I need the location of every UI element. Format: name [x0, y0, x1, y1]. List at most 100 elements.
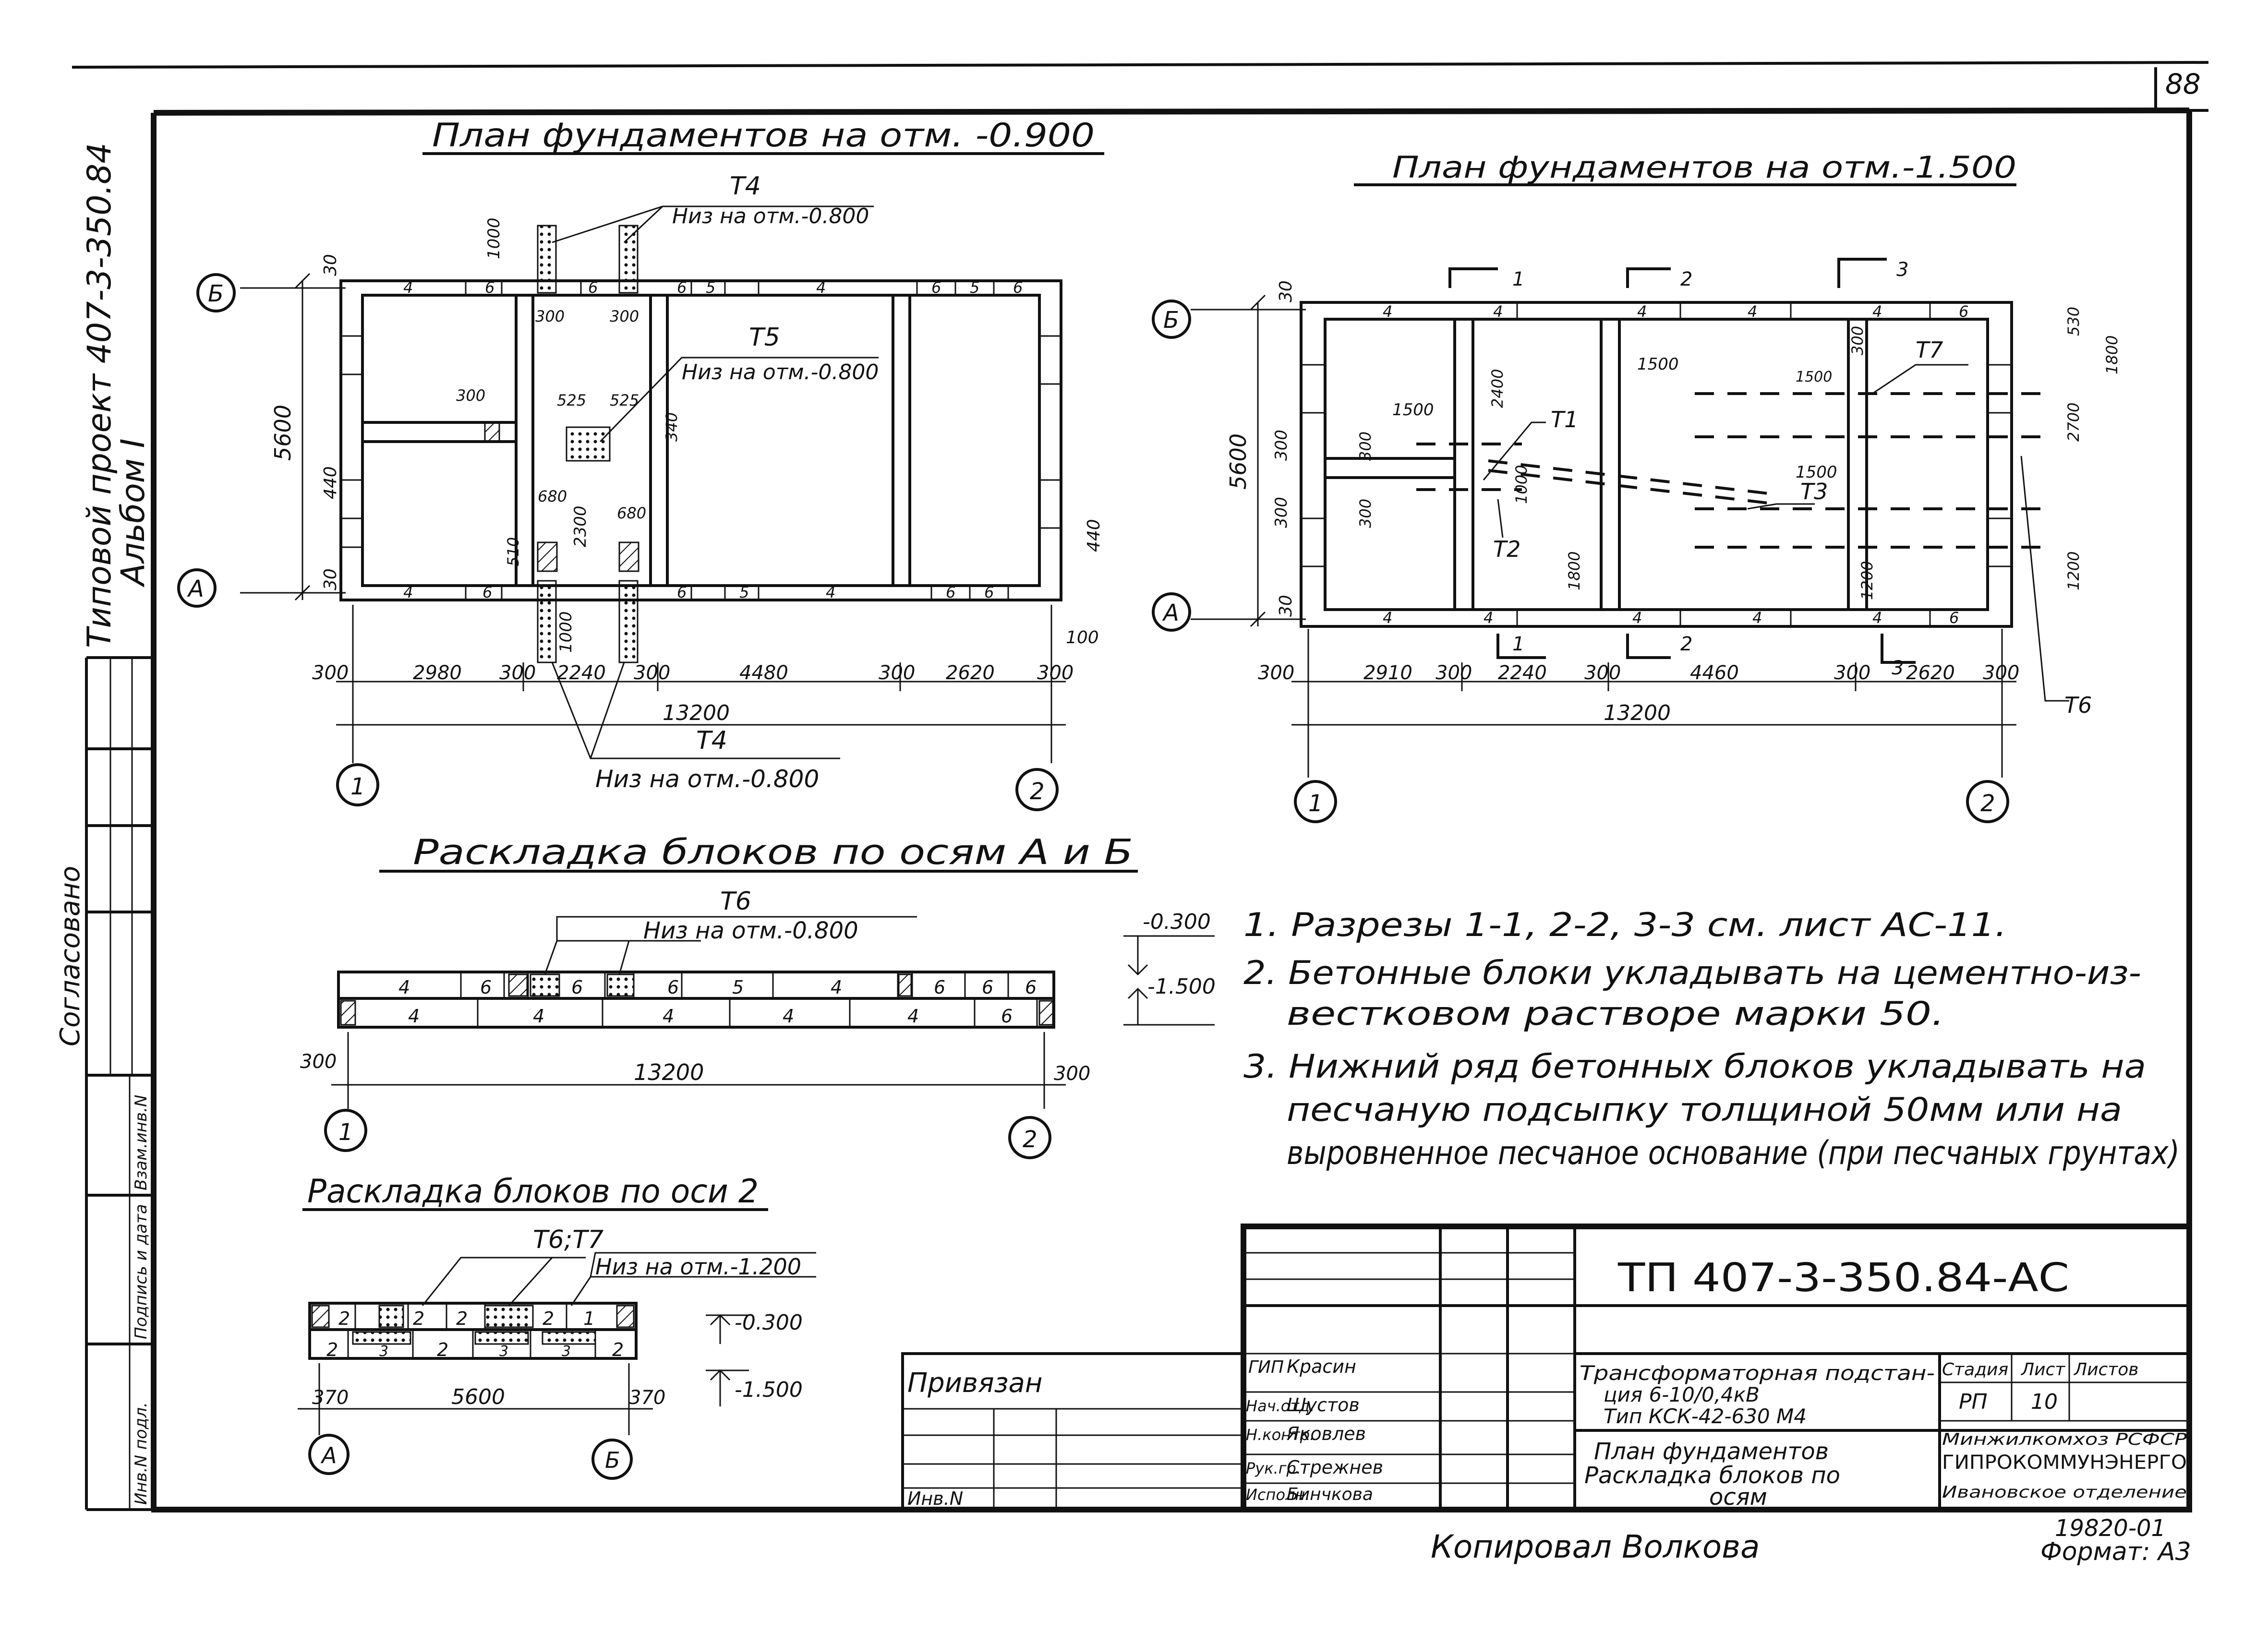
title-org-2: ГИПРОКОММУНЭНЕРГО [1942, 1452, 2187, 1474]
plan2-section-mark: 1 [1512, 268, 1524, 290]
note-line: 3. Нижний ряд бетонных блоков укладывать… [1243, 1048, 2146, 1086]
plan2-dim: 1500 [1796, 369, 1832, 385]
plan2-dim-bottom: 300 [1834, 662, 1870, 684]
layout-2-block: 2 [338, 1308, 350, 1329]
plan1-block: 5 [739, 583, 749, 601]
plan1-dim: 525 [557, 391, 586, 409]
plan1-dim: 1000 [484, 217, 504, 259]
layout-ab-block: 6 [1001, 1006, 1013, 1027]
plan1-dim: 300 [535, 307, 565, 325]
plan1-dim: 440 [321, 466, 340, 499]
plan1-dim: 30 [321, 568, 340, 590]
title-project-2: ция 6-10/0,4кВ [1604, 1383, 1760, 1406]
title-code: ТП 407-3-350.84-АС [1617, 1255, 2069, 1301]
plan1-block: 4 [403, 583, 413, 601]
plan1-block: 4 [826, 583, 835, 601]
plan1-block: 6 [984, 583, 994, 601]
plan1-axis-a: А [187, 576, 204, 602]
plan2-section-mark: 2 [1680, 268, 1692, 290]
layout-ab-dim-total: 13200 [634, 1059, 704, 1085]
plan2-dim-height: 5600 [1225, 433, 1251, 490]
title-name: Шустов [1287, 1394, 1360, 1416]
plan2-dim-bottom: 300 [1584, 662, 1621, 684]
plan1-dim: 1000 [556, 611, 576, 653]
plan2-block: 6 [1949, 609, 1959, 627]
plan2-t2: Т2 [1493, 536, 1520, 562]
note-line: 2. Бетонные блоки укладывать на цементно… [1243, 954, 2141, 992]
plan1-t5: Т5 [749, 323, 780, 352]
side-stamp-project: Типовой проект 407-3-350.84 [81, 143, 119, 648]
plan2-section-mark: 3 [1892, 657, 1904, 679]
plan1-dim: 680 [617, 504, 646, 522]
plan1-dim: 510 [504, 537, 522, 566]
footer-copied: Копировал Волкова [1431, 1528, 1760, 1565]
plan1-block: 6 [483, 583, 492, 601]
plan1-block: 6 [946, 583, 955, 601]
note-line: вестковом растворе марки 50. [1287, 995, 1944, 1033]
plan1-dim-bottom: 300 [1037, 662, 1074, 684]
layout-ab-block: 4 [398, 977, 410, 998]
plan2-dim: 300 [1356, 432, 1375, 461]
plan1-axis-1: 1 [350, 773, 365, 800]
plan2-block: 4 [1383, 302, 1392, 321]
layout-ab-block: 4 [831, 977, 842, 998]
plan1-dim-bottom: 2980 [413, 662, 462, 684]
layout-2-dim-total: 5600 [451, 1385, 505, 1409]
plan2-axis-1: 1 [1308, 790, 1323, 817]
plan1-dim-bottom: 4480 [739, 662, 788, 684]
side-agreed: Согласовано [55, 866, 86, 1046]
layout-2-note: Низ на отм.-1.200 [595, 1254, 801, 1280]
plan2-t7: Т7 [1916, 337, 1943, 363]
plan2-dim: 300 [1356, 499, 1375, 528]
plan1-dim-bottom: 2620 [946, 662, 995, 684]
layout-2-level-top: -0.300 [735, 1310, 803, 1335]
title-role: Исполн. [1246, 1486, 1310, 1504]
title-tied: Привязан [907, 1368, 1042, 1399]
plan2-dim: 300 [1272, 497, 1291, 528]
layout-ab-axis-1: 1 [338, 1119, 353, 1146]
layout-2-block: 3 [562, 1343, 571, 1360]
note-line: 1. Разрезы 1-1, 2-2, 3-3 см. лист АС-11. [1243, 906, 2007, 944]
plan1-dim-bottom: 300 [879, 662, 915, 684]
layout-ab-block: 6 [667, 977, 679, 998]
plan1-dim: 300 [456, 386, 485, 405]
title-name: Стрежнев [1287, 1457, 1383, 1478]
plan1-t5-note: Низ на отм.-0.800 [682, 360, 879, 384]
layout-2-level-bottom: -1.500 [735, 1378, 803, 1402]
plan1-block: 6 [677, 583, 687, 601]
plan1-dim-height: 5600 [270, 405, 296, 461]
plan2-dim: 1000 [1512, 465, 1531, 504]
title-role: Нач.отд. [1246, 1397, 1315, 1415]
plan1-title: План фундаментов на отм. -0.900 [432, 117, 1095, 155]
plan1-dim-bottom: 300 [499, 662, 536, 684]
plan1-block: 5 [970, 278, 979, 297]
plan1-dim-total: 13200 [663, 701, 730, 725]
plan1-dim-bottom: 2240 [557, 662, 606, 684]
plan2-dim-bottom: 2620 [1906, 662, 1955, 684]
plan1-axis-b: Б [208, 280, 224, 307]
plan2-dim: 300 [1848, 326, 1867, 355]
title-org-3: Ивановское отделение [1942, 1483, 2187, 1502]
plan1-t4-bottom: Т4 [696, 726, 727, 755]
plan2-dim: 1200 [2064, 552, 2083, 590]
plan2-dim: 1500 [1637, 355, 1679, 374]
layout-ab-note: Низ на отм.-0.800 [643, 917, 858, 944]
layout-2-block: 1 [583, 1308, 595, 1329]
plan1-block: 6 [677, 278, 687, 297]
plan1-dim: 300 [610, 307, 639, 325]
plan2-dim: 300 [1272, 430, 1291, 461]
plan-1: План фундаментов на отм. -0.900 [177, 117, 1104, 811]
layout-2-block: 3 [379, 1343, 388, 1360]
title-sheet-head: Лист [2020, 1360, 2065, 1380]
layout-ab-block: 6 [571, 977, 583, 998]
plan1-dim: 525 [610, 391, 639, 409]
title-stage-head: Стадия [1942, 1360, 2008, 1380]
layout-2-block: 2 [543, 1308, 554, 1329]
layout-ab-block: 4 [907, 1006, 919, 1027]
layout-ab-block: 5 [732, 977, 744, 998]
title-project-3: Тип КСК-42-630 М4 [1604, 1404, 1807, 1428]
plan1-block: 6 [485, 278, 495, 297]
plan2-block: 4 [1383, 609, 1392, 627]
plan2-dim: 530 [2064, 307, 2083, 336]
layout-2-axis-b: Б [605, 1447, 620, 1473]
